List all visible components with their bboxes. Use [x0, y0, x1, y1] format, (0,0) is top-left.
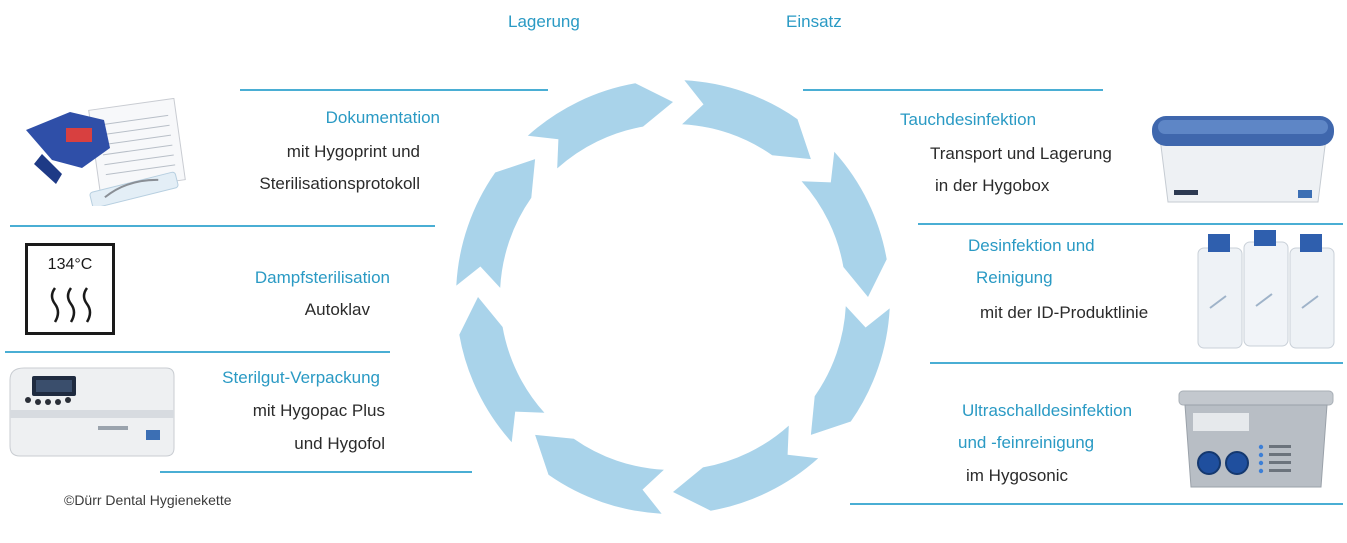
- label-einsatz: Einsatz: [786, 12, 842, 31]
- cycle-arrow-3: [810, 306, 890, 435]
- cycle-arrow-5: [535, 434, 664, 514]
- divider-right-2: [930, 362, 1343, 364]
- divider-left-1: [10, 225, 435, 227]
- dampfsterilisation-title: Dampfsterilisation: [254, 268, 390, 287]
- verpackung-line-1: mit Hygopac Plus: [252, 401, 385, 420]
- cycle-arrows: [456, 80, 890, 514]
- cycle-arrow-1: [682, 80, 811, 160]
- divider-left-2: [5, 351, 390, 353]
- cycle-arrow-6: [459, 297, 545, 443]
- tauchdesinfektion-line-1: Transport und Lagerung: [930, 144, 1112, 163]
- ultraschall-title-line-2: und -feinreinigung: [958, 433, 1095, 452]
- divider-bottom-right: [850, 503, 1343, 505]
- desinfektion-title-line-1: Desinfektion und: [968, 236, 1095, 255]
- hygoprint-image: [26, 98, 186, 206]
- id-product-bottles-image: [1197, 230, 1335, 349]
- cycle-arrow-7: [456, 159, 536, 288]
- verpackung-line-2: und Hygofol: [294, 434, 385, 453]
- hygopac-image: [9, 367, 175, 457]
- temperature-label: 134°C: [47, 256, 93, 273]
- cycle-arrow-4: [673, 425, 819, 511]
- ultraschall-title-line-1: Ultraschalldesinfektion: [962, 401, 1133, 420]
- desinfektion-line-1: mit der ID-Produktlinie: [980, 303, 1149, 322]
- verpackung-title: Sterilgut-Verpackung: [222, 368, 380, 387]
- divider-right-1: [918, 223, 1343, 225]
- divider-top-right: [803, 89, 1103, 91]
- tauchdesinfektion-line-2: in der Hygobox: [935, 176, 1050, 195]
- desinfektion-title-line-2: Reinigung: [976, 268, 1053, 287]
- divider-bottom-left: [160, 471, 472, 473]
- label-lagerung: Lagerung: [508, 12, 580, 31]
- cycle-arrow-8: [527, 83, 673, 169]
- cycle-arrow-2: [801, 151, 887, 297]
- copyright-text: ©Dürr Dental Hygienekette: [64, 492, 232, 508]
- hygobox-image: [1152, 116, 1334, 203]
- divider-top-left: [240, 89, 548, 91]
- steam-sterilization-icon: 134°C: [25, 243, 115, 335]
- dampfsterilisation-line-1: Autoklav: [304, 300, 370, 319]
- steam-waves-icon: [50, 287, 92, 323]
- dokumentation-line-2: Sterilisationsprotokoll: [259, 174, 420, 193]
- dokumentation-line-1: mit Hygoprint und: [286, 142, 420, 161]
- tauchdesinfektion-title: Tauchdesinfektion: [900, 110, 1037, 129]
- dokumentation-title: Dokumentation: [325, 108, 440, 127]
- hygosonic-image: [1178, 390, 1334, 488]
- ultraschall-line-1: im Hygosonic: [966, 466, 1069, 485]
